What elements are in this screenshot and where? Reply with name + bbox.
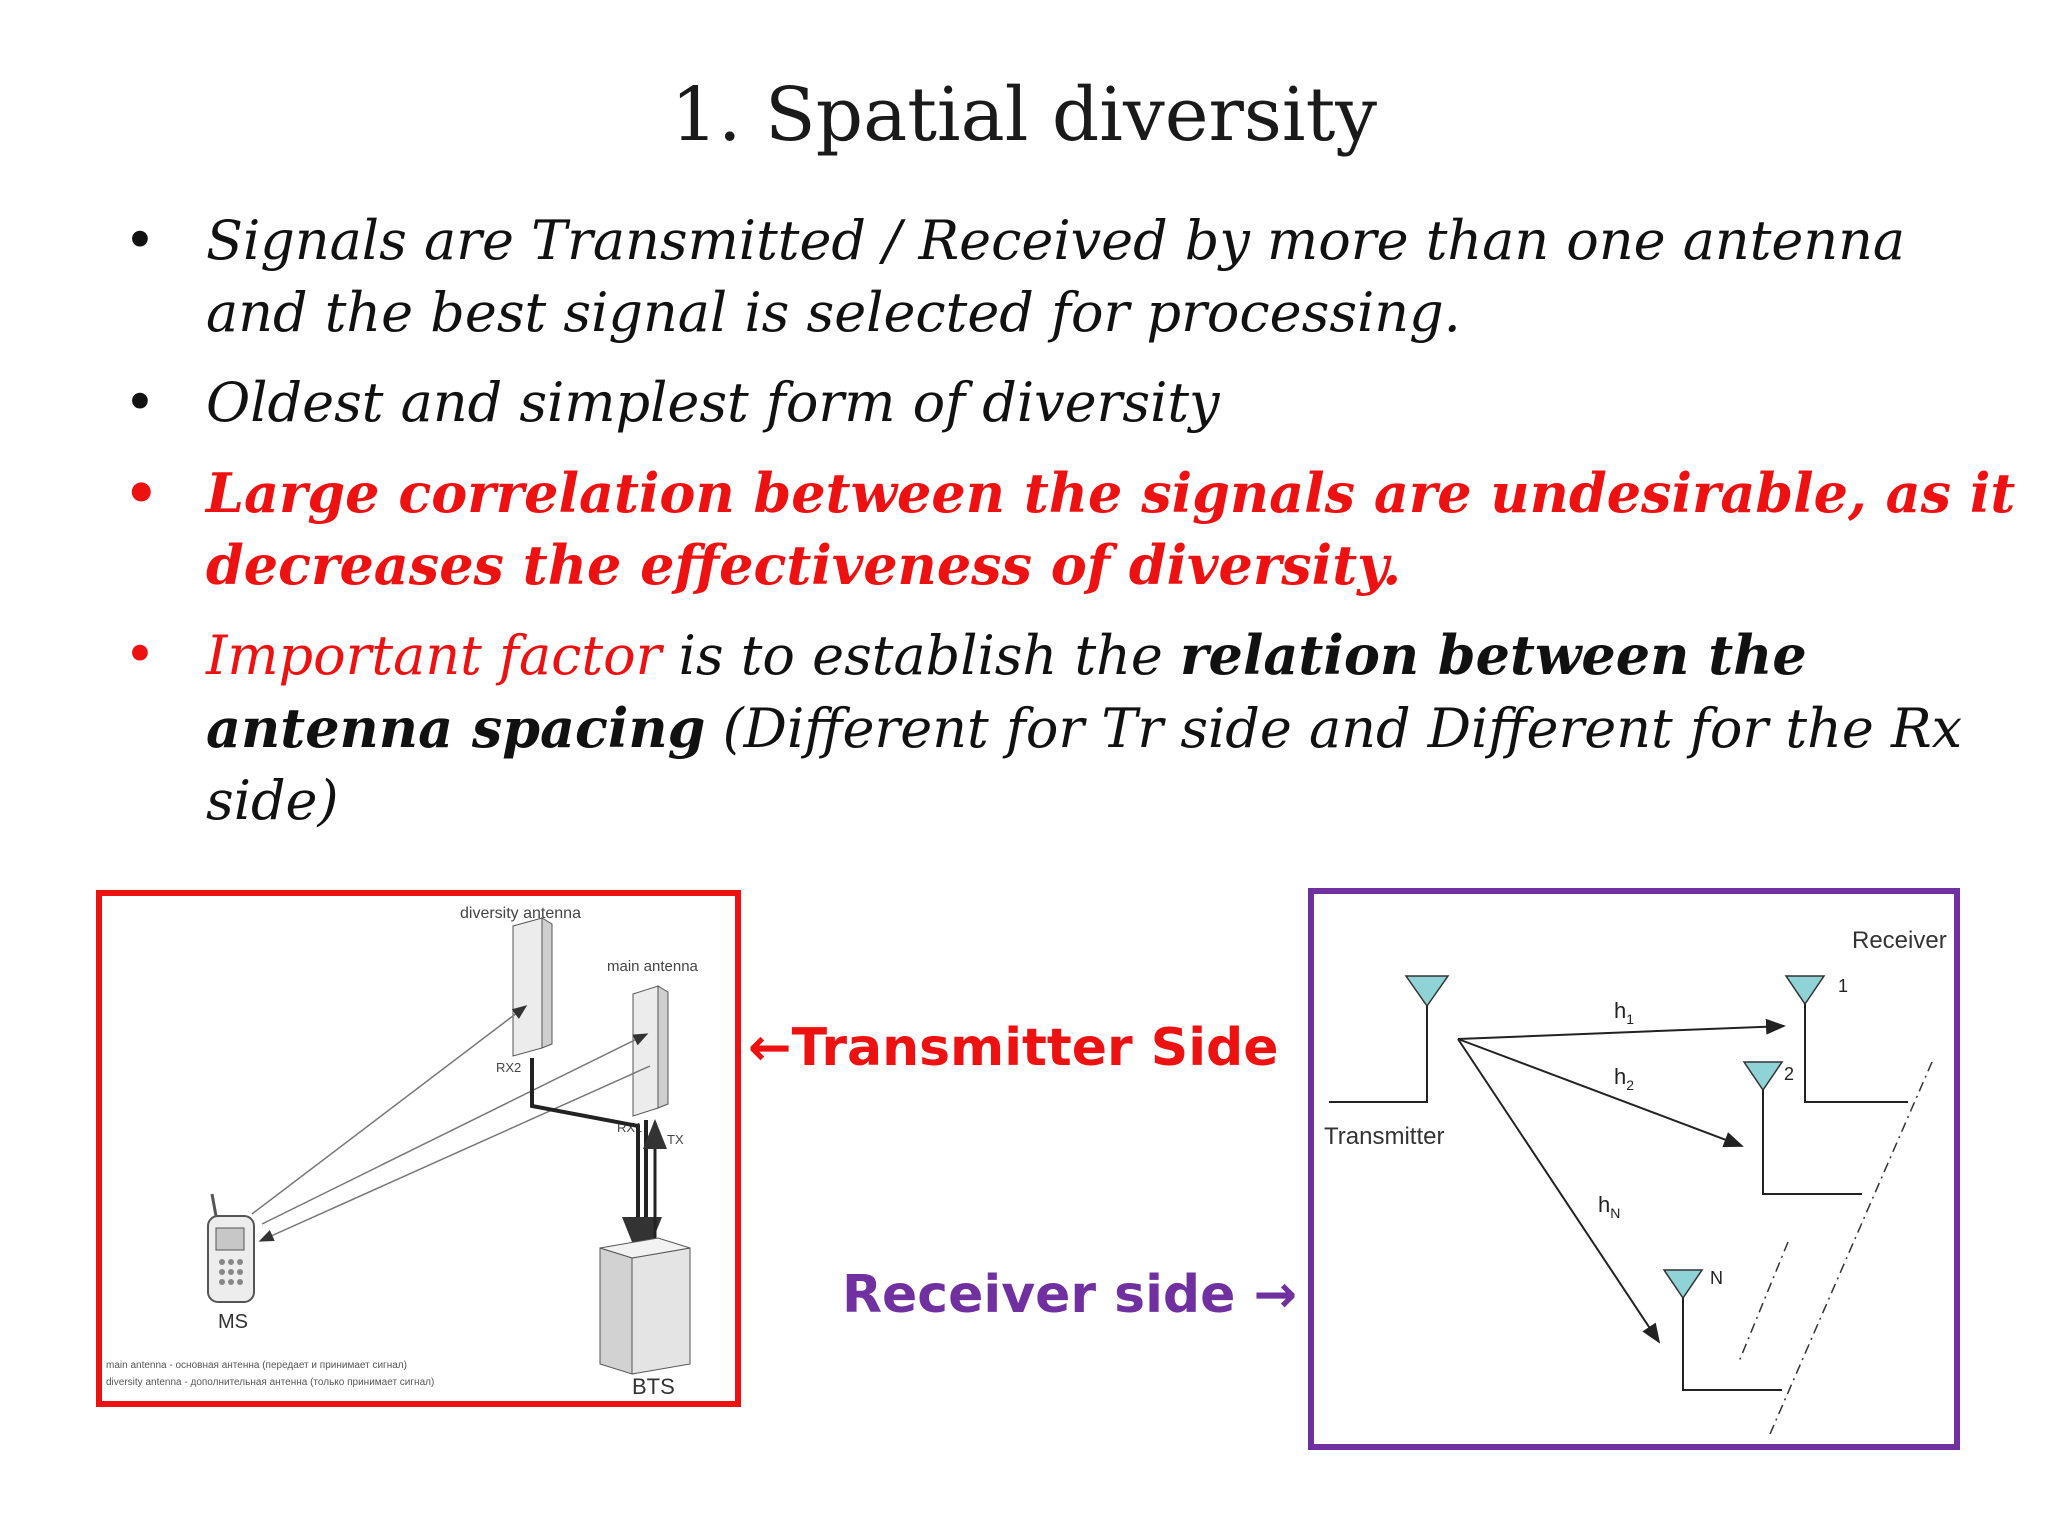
diversity-antenna-label: diversity antenna (460, 905, 581, 922)
receiver-diagram: Receiver Transmitter 1 2 N h1 h2 hN (1324, 927, 1947, 1435)
h2-label: h2 (1614, 1064, 1634, 1093)
h1-label: h1 (1614, 998, 1634, 1027)
dashed-line (1769, 1061, 1933, 1435)
channel-hn-arrow (1457, 1038, 1661, 1344)
bullet-item: • Large correlation between the signals … (118, 457, 2018, 601)
receiver-antenna-n-icon (1662, 1269, 1782, 1391)
bullet-item: • Important factor is to establish the r… (118, 619, 2018, 837)
bullet-text: Oldest and simplest form of diversity (206, 371, 1220, 434)
main-antenna-icon (632, 985, 669, 1117)
transmitter-label: Transmitter (1324, 1123, 1444, 1150)
antenna-n-label: N (1710, 1268, 1723, 1288)
bullet-dot: • (124, 209, 156, 272)
slide-title: 1. Spatial diversity (670, 72, 1378, 158)
signal-path (261, 1033, 649, 1225)
bullet-dot: • (124, 371, 156, 434)
signal-path (258, 1065, 651, 1242)
bts-cabinet-icon (599, 1237, 691, 1375)
bullet-text: Signals are Transmitted / Received by mo… (206, 209, 1906, 344)
tx-label: TX (667, 1132, 684, 1147)
feeder-cable (530, 1058, 654, 1257)
bullet-dot: • (124, 623, 156, 686)
ms-label: MS (218, 1311, 248, 1333)
rx2-label: RX2 (496, 1060, 521, 1075)
channel-h1-arrow (1457, 1018, 1786, 1040)
antenna-1-label: 1 (1838, 976, 1848, 996)
legend-diversity-antenna: diversity antenna - дополнительная антен… (106, 1377, 434, 1388)
bullet-text-highlight: Important factor (206, 624, 662, 687)
dashed-line (1737, 1241, 1789, 1365)
receiver-diagram-frame: Receiver Transmitter 1 2 N h1 h2 hN (1308, 888, 1960, 1450)
legend-main-antenna: main antenna - основная антенна (передае… (106, 1360, 407, 1371)
transmitter-diagram-frame: diversity antenna main antenna RX2 RX1 T… (96, 890, 741, 1407)
bullet-text: Large correlation between the signals ar… (206, 461, 2016, 597)
diversity-antenna-icon (512, 917, 553, 1057)
bts-label: BTS (632, 1374, 675, 1399)
transmitter-diagram: diversity antenna main antenna RX2 RX1 T… (106, 905, 699, 1399)
receiver-label: Receiver (1852, 927, 1947, 954)
bullet-dot: • (124, 461, 159, 525)
receiver-side-label: Receiver side → (842, 1265, 1298, 1325)
channel-h2-arrow (1457, 1038, 1744, 1148)
receiver-antenna-2-icon (1742, 1061, 1862, 1195)
bullet-list: • Signals are Transmitted / Received by … (118, 205, 2018, 855)
transmitter-antenna-icon (1329, 975, 1450, 1103)
bullet-text: is to establish the (661, 624, 1181, 687)
bullet-text: (Different for Tr side and Different for… (206, 697, 1963, 832)
transmitter-side-label: ←Transmitter Side (748, 1018, 1279, 1078)
mobile-phone-icon (207, 1193, 255, 1303)
receiver-antenna-1-icon (1784, 975, 1908, 1103)
antenna-2-label: 2 (1784, 1064, 1794, 1084)
main-antenna-label: main antenna (607, 958, 699, 975)
hn-label: hN (1598, 1192, 1620, 1221)
signal-path (251, 1005, 528, 1215)
bullet-text-emphasis: relation between the antenna spacing (206, 623, 1807, 760)
bullet-item: • Signals are Transmitted / Received by … (118, 205, 2018, 349)
bullet-item: • Oldest and simplest form of diversity (118, 367, 2018, 439)
